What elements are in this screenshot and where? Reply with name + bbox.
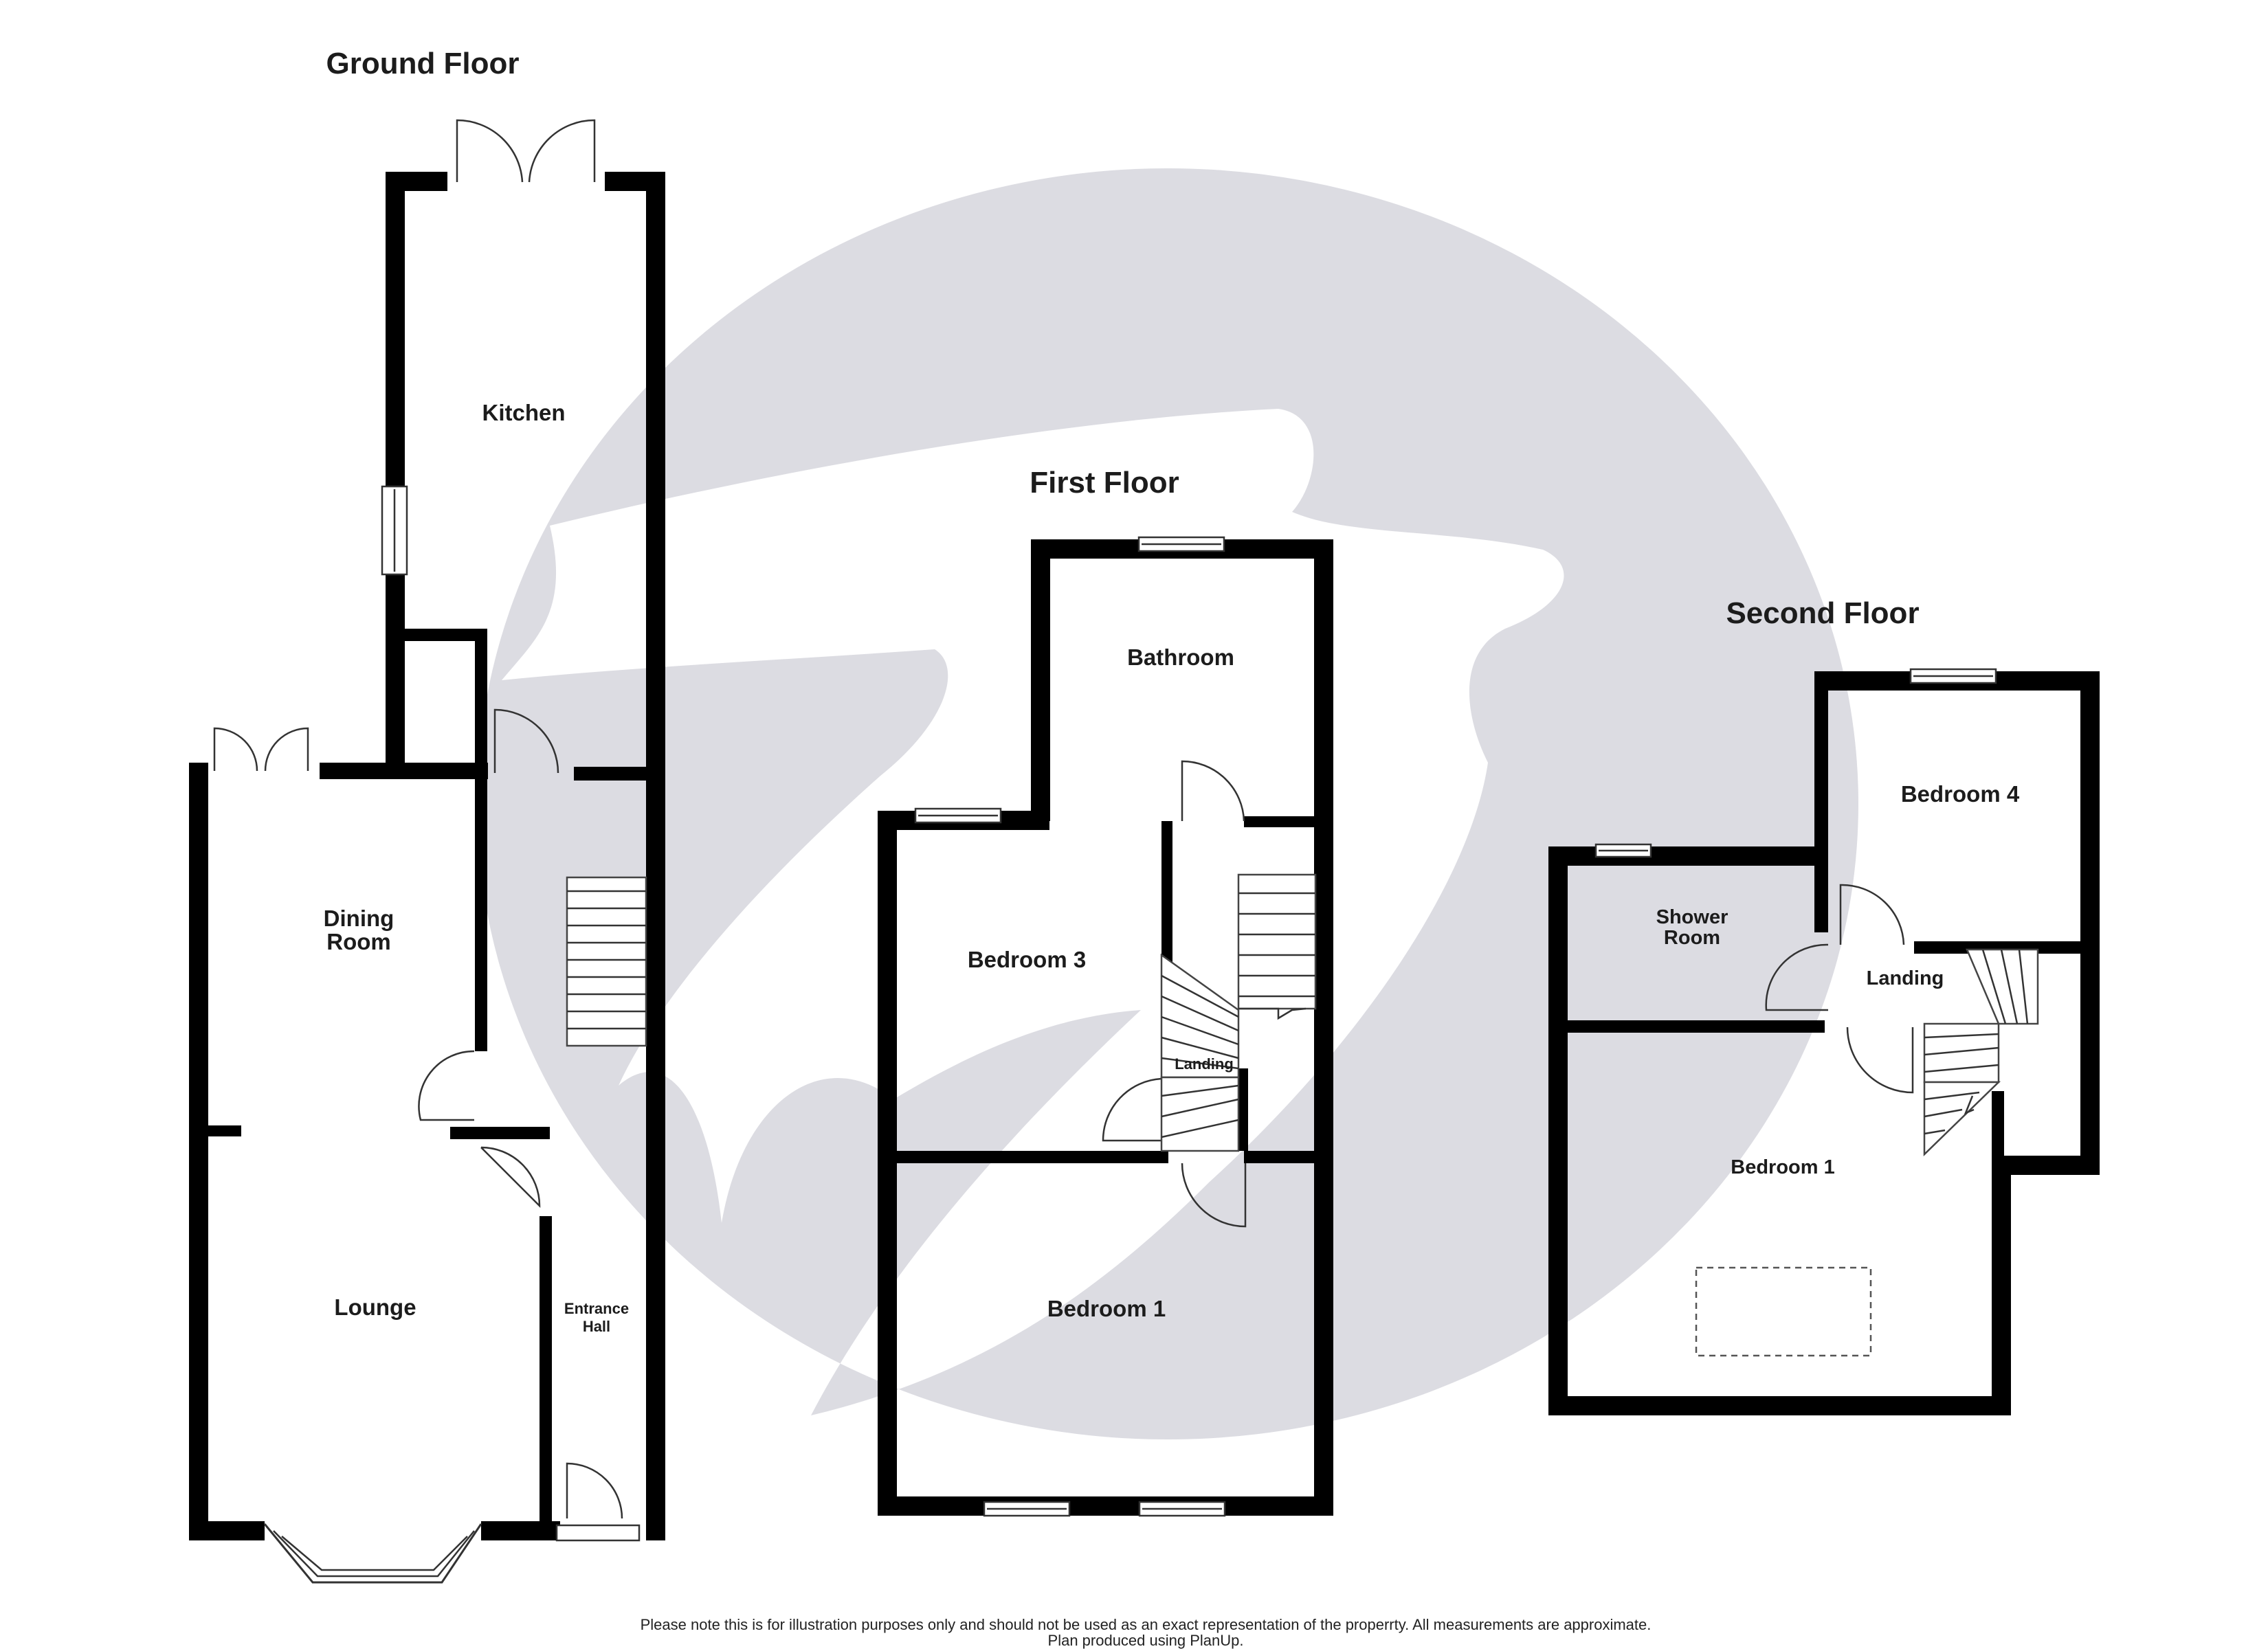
entrance-hall-label-line2: Hall bbox=[583, 1318, 610, 1335]
shower-room-label-line2: Room bbox=[1664, 927, 1720, 949]
ground-floor-fixtures bbox=[213, 119, 647, 1584]
second-floor-title: Second Floor bbox=[1726, 596, 1919, 630]
first-floor-title: First Floor bbox=[1030, 466, 1179, 500]
roof-window bbox=[1695, 1266, 1872, 1357]
second-floor-labels: Bedroom 4 Shower Room Landing Bedroom 1 bbox=[1656, 781, 2020, 1178]
bathroom-label: Bathroom bbox=[1127, 644, 1234, 670]
ground-staircase bbox=[566, 876, 647, 1047]
first-floor-fixtures bbox=[914, 536, 1317, 1517]
first-bedroom1-label: Bedroom 1 bbox=[1047, 1296, 1166, 1321]
bedroom4-label: Bedroom 4 bbox=[1901, 781, 2020, 807]
kitchen-label: Kitchen bbox=[482, 400, 565, 425]
dining-room-label-line2: Room bbox=[326, 929, 391, 954]
bedroom3-label: Bedroom 3 bbox=[968, 947, 1086, 972]
second-bedroom1-label: Bedroom 1 bbox=[1731, 1156, 1834, 1178]
credit-text: Plan produced using PlanUp. bbox=[1048, 1632, 1244, 1649]
second-landing-label: Landing bbox=[1867, 967, 1944, 989]
entrance-hall-label-line1: Entrance bbox=[564, 1300, 629, 1317]
bay-window bbox=[263, 1523, 482, 1584]
second-staircase bbox=[1923, 948, 2039, 1156]
ground-floor-walls bbox=[189, 172, 665, 1540]
shower-room-label-line1: Shower bbox=[1656, 906, 1728, 928]
ground-floor-labels: Kitchen Dining Room Lounge Entrance Hall bbox=[324, 400, 629, 1335]
bird-logo-watermark bbox=[477, 168, 1859, 1439]
first-landing-label: Landing bbox=[1175, 1055, 1234, 1073]
first-floor-labels: Bathroom Bedroom 3 Landing Bedroom 1 bbox=[968, 644, 1234, 1321]
second-floor-fixtures bbox=[1594, 668, 2039, 1357]
lounge-label: Lounge bbox=[334, 1294, 416, 1320]
dining-room-label-line1: Dining bbox=[324, 906, 394, 931]
first-staircase bbox=[1160, 873, 1317, 1152]
ground-floor-title: Ground Floor bbox=[326, 47, 519, 80]
disclaimer-text: Please note this is for illustration pur… bbox=[641, 1616, 1652, 1633]
